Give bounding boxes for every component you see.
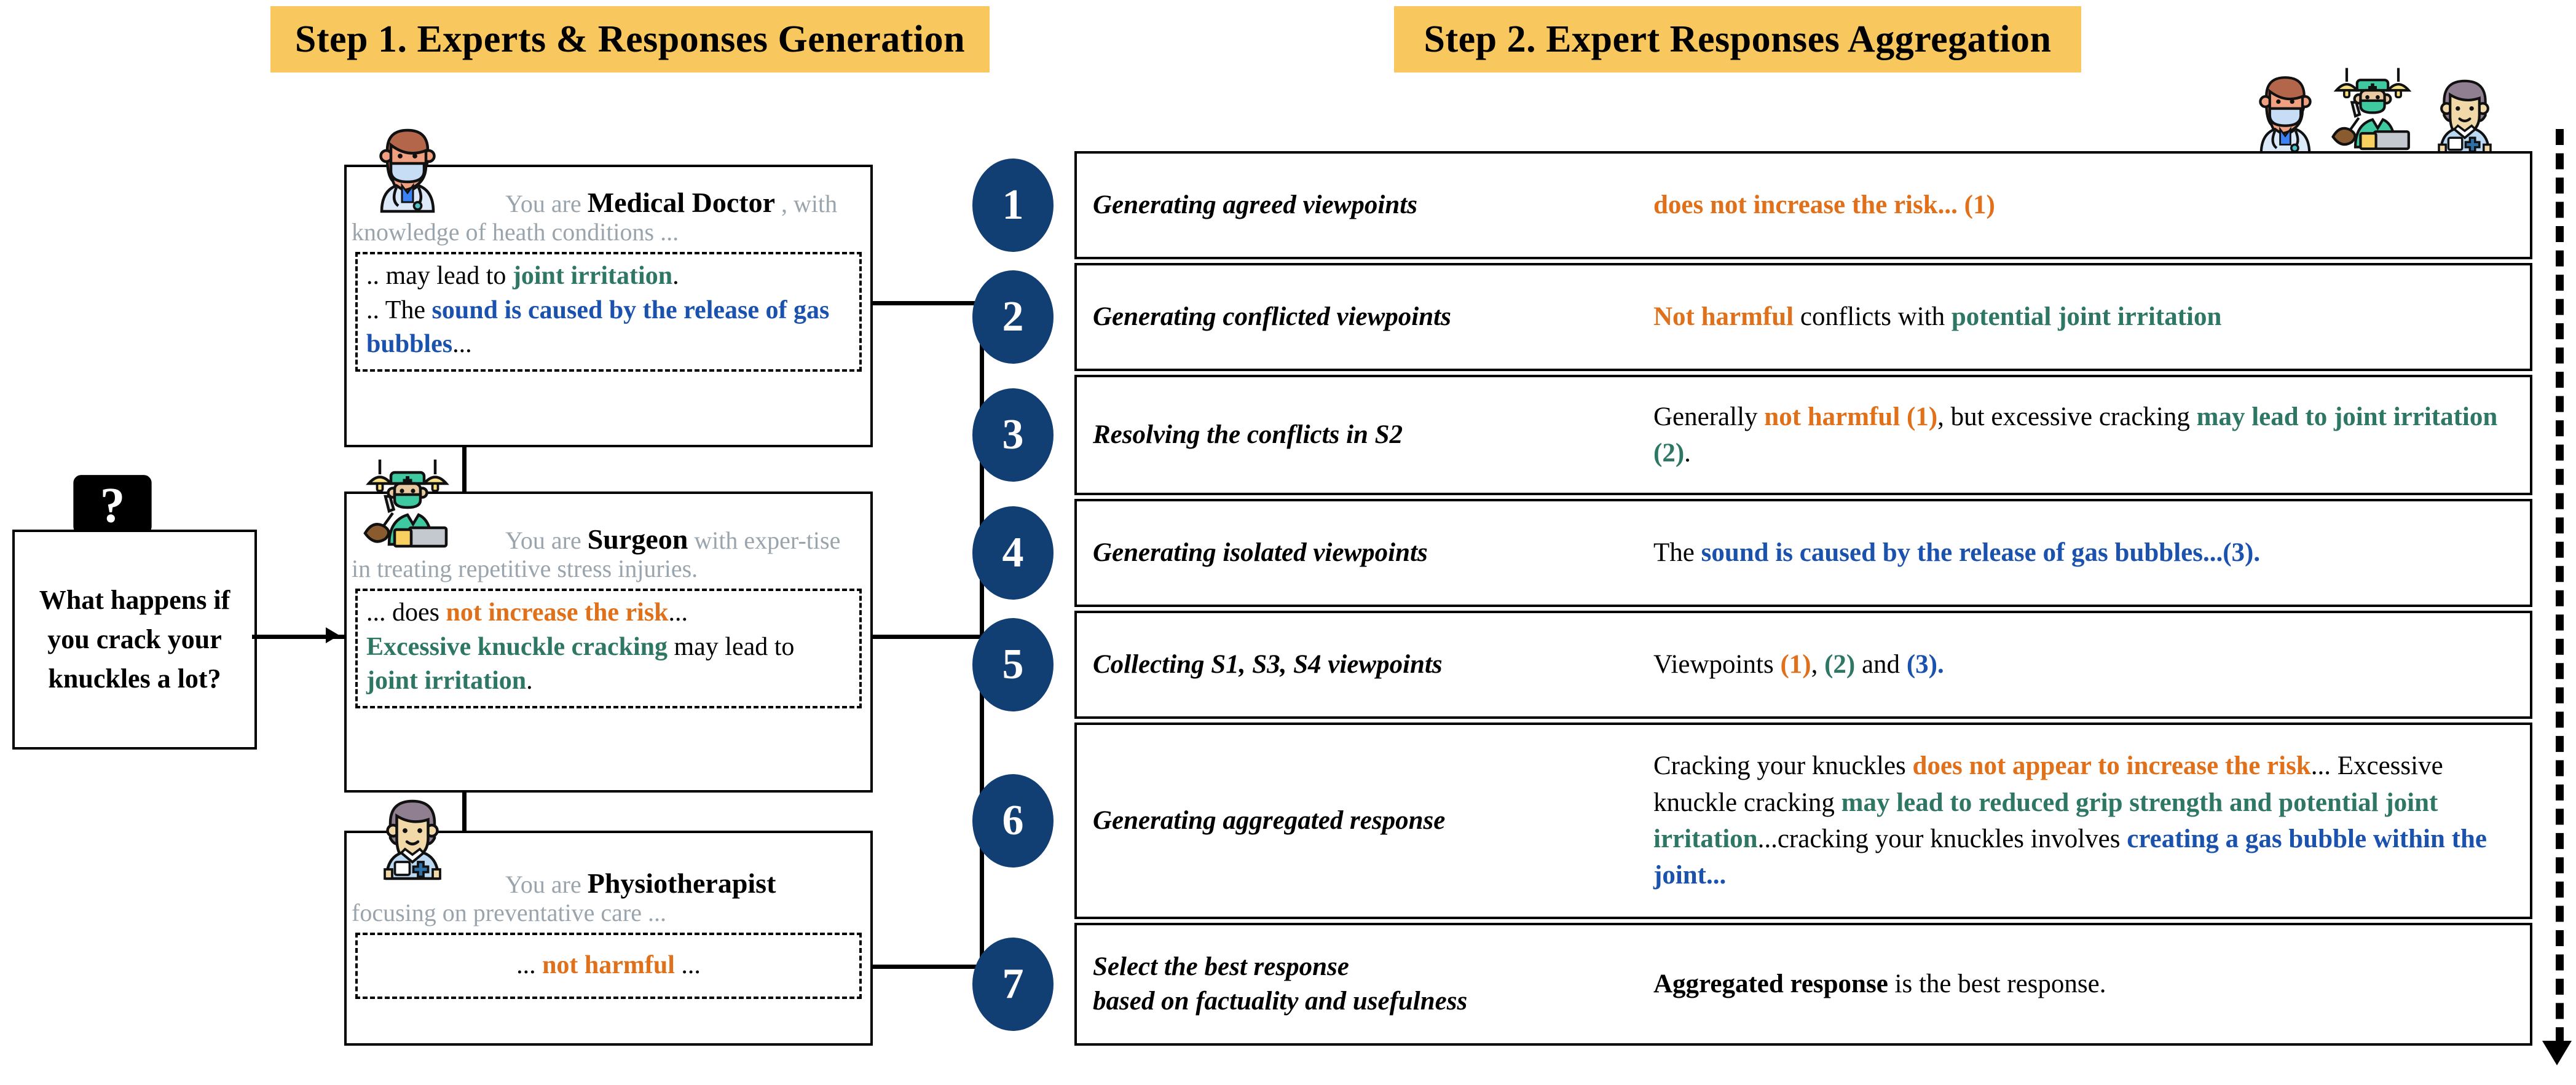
persona-text-1: You are Medical Doctor , with knowledge …	[347, 167, 870, 246]
feedback-dashed-line	[2556, 129, 2564, 1043]
step-label: Generating aggregated response	[1093, 806, 1446, 836]
table-row[interactable]: 1 Generating agreed viewpoints does not …	[972, 151, 2532, 259]
persona-suffix-2: with exper-tise in treating repetitive s…	[352, 527, 841, 582]
connector-e3-out	[873, 965, 983, 969]
step-number-badge: 5	[972, 618, 1054, 711]
step-number-badge: 1	[972, 159, 1054, 252]
step-content: Cracking your knuckles does not appear t…	[1653, 751, 2487, 890]
arrow-q-mid	[326, 627, 339, 643]
step-content: Aggregated response is the best response…	[1653, 969, 2106, 999]
step-label: Collecting S1, S3, S4 viewpoints	[1093, 650, 1443, 680]
persona-suffix-1: , with knowledge of heath conditions ...	[352, 190, 838, 246]
persona-role-1: Medical Doctor	[587, 187, 775, 218]
table-row[interactable]: 4 Generating isolated viewpoints The sou…	[972, 499, 2532, 607]
surgeon-avatar-icon-small	[2331, 68, 2412, 151]
persona-prefix-3: You are	[505, 871, 588, 898]
step-content: The sound is caused by the release of ga…	[1653, 538, 2261, 568]
step-number-badge: 2	[972, 270, 1054, 364]
step-number-badge: 6	[972, 774, 1054, 868]
physiotherapist-avatar-icon	[384, 799, 441, 880]
table-row[interactable]: 3 Resolving the conflicts in S2 Generall…	[972, 375, 2532, 495]
table-row[interactable]: 2 Generating conflicted viewpoints Not h…	[972, 263, 2532, 371]
step-number-badge: 3	[972, 388, 1054, 482]
question-mark-bubble-icon: ?	[73, 475, 152, 557]
persona-role-2: Surgeon	[587, 523, 688, 555]
aggregation-steps-table: 1 Generating agreed viewpoints does not …	[972, 151, 2532, 1049]
svg-text:?: ?	[100, 477, 125, 533]
physiotherapist-avatar-icon-small	[2438, 79, 2492, 155]
persona-role-3: Physiotherapist	[587, 868, 776, 899]
table-row[interactable]: 5 Collecting S1, S3, S4 viewpoints Viewp…	[972, 611, 2532, 719]
medical-doctor-avatar-icon-small	[2259, 76, 2312, 155]
connector-e1-out	[873, 301, 983, 305]
step-number-badge: 4	[972, 506, 1054, 600]
question-box: What happens if you crack your knuckles …	[12, 530, 257, 750]
step-content: Not harmful conflicts with potential joi…	[1653, 302, 2222, 332]
step-content: Generally not harmful (1), but excessive…	[1653, 402, 2498, 468]
step1-banner: Step 1. Experts & Responses Generation	[270, 6, 990, 72]
expert-card-physiotherapist: You are Physiotherapist focusing on prev…	[344, 831, 873, 1046]
question-text: What happens if you crack your knuckles …	[39, 585, 230, 694]
surgeon-avatar-icon	[363, 460, 449, 548]
step-label: Generating agreed viewpoints	[1093, 190, 1417, 220]
step-content: does not increase the risk... (1)	[1653, 190, 1995, 220]
step-number-badge: 7	[972, 938, 1054, 1031]
persona-suffix-3: focusing on preventative care ...	[352, 898, 667, 926]
step-label: Generating conflicted viewpoints	[1093, 302, 1451, 332]
expert-card-surgeon: You are Surgeon with exper-tise in treat…	[344, 492, 873, 793]
expert-response-1: .. may lead to joint irritation. .. The …	[355, 252, 862, 372]
expert-response-2: ... does not increase the risk... Excess…	[355, 589, 862, 708]
persona-prefix-2: You are	[505, 527, 588, 554]
expert-response-3: ... not harmful ...	[355, 933, 862, 999]
persona-text-2: You are Surgeon with exper-tise in treat…	[347, 494, 870, 582]
connector-e2-out	[873, 635, 1026, 639]
step-content: Viewpoints (1), (2) and (3).	[1653, 650, 1944, 680]
table-row[interactable]: 6 Generating aggregated response Crackin…	[972, 723, 2532, 919]
step2-banner: Step 2. Expert Responses Aggregation	[1394, 6, 2081, 72]
persona-prefix-1: You are	[505, 190, 588, 217]
step-label: Resolving the conflicts in S2	[1093, 420, 1403, 450]
persona-text-3: You are Physiotherapist focusing on prev…	[347, 833, 870, 926]
medical-doctor-avatar-icon	[379, 128, 436, 213]
step-label: Generating isolated viewpoints	[1093, 538, 1428, 568]
feedback-arrow-head	[2542, 1041, 2572, 1065]
